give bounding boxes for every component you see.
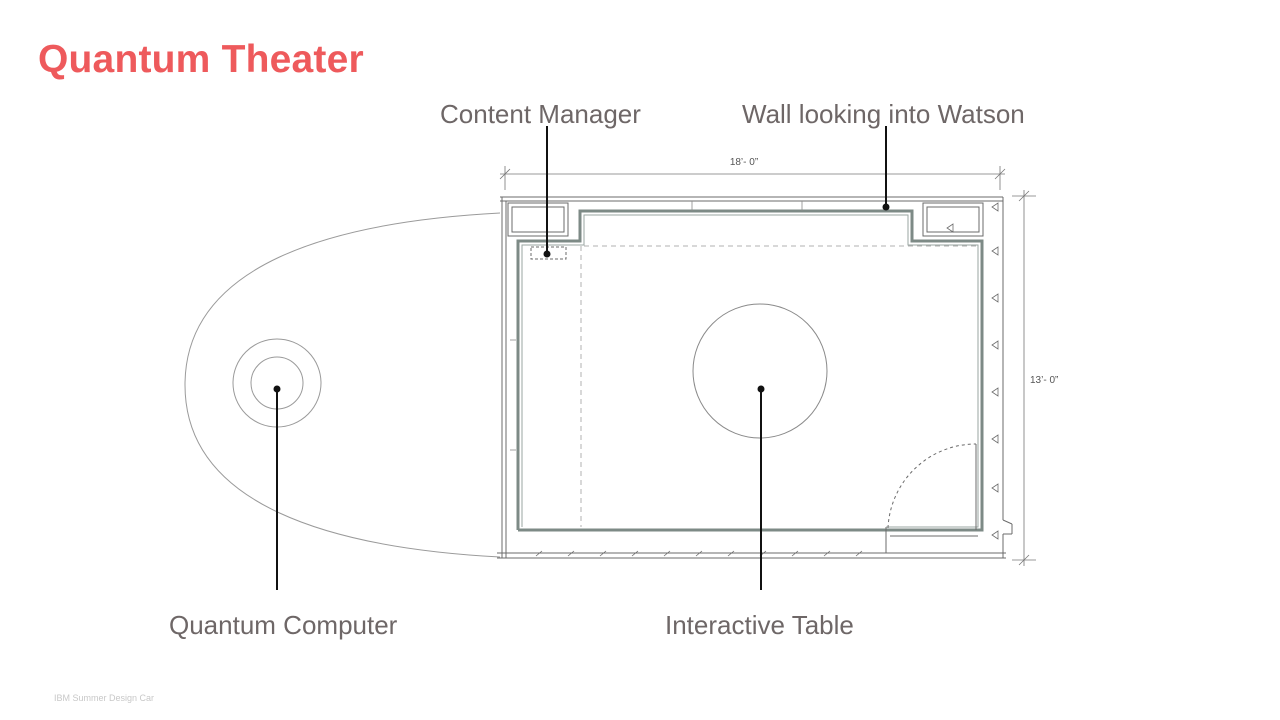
content-manager-label: Content Manager [440, 99, 641, 129]
callout-dots [273, 203, 890, 393]
interactive-table-label: Interactive Table [665, 610, 854, 640]
width-dimension-line [499, 166, 1006, 190]
footer-text: IBM Summer Design Car [54, 693, 155, 703]
slide-title: Quantum Theater [38, 38, 364, 81]
theater-oval-outline [184, 212, 501, 558]
callout-leader-lines [276, 126, 887, 590]
projection-dashed-lines [580, 245, 978, 527]
wall-watson-label: Wall looking into Watson [742, 99, 1025, 129]
height-dimension-label: 13’- 0” [1030, 375, 1058, 386]
room-inner-wall [521, 214, 979, 528]
width-dimension-label: 18’- 0” [730, 157, 758, 168]
quantum-computer-label: Quantum Computer [169, 610, 398, 640]
content-manager-station [530, 246, 567, 260]
outer-building-walls [497, 196, 1013, 559]
height-dimension-line [1012, 190, 1036, 566]
room-glass-wall [516, 209, 984, 532]
bottom-wall-fixtures [535, 550, 863, 557]
wall-panel-divisions [510, 201, 803, 451]
right-wall-fixtures [946, 202, 999, 540]
door [885, 443, 978, 553]
